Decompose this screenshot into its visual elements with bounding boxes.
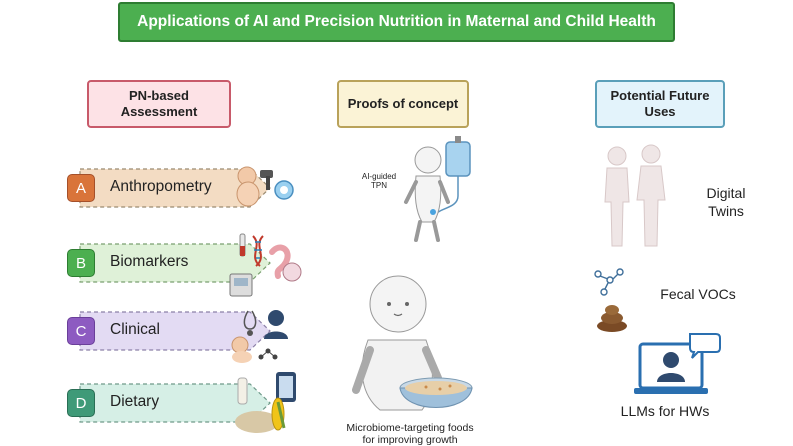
fecal-vocs-illustration bbox=[594, 268, 627, 332]
assessment-row-anthropometry: A Anthropometry bbox=[67, 165, 275, 211]
future-label-llms: LLMs for HWs bbox=[620, 403, 710, 419]
badge-d: D bbox=[67, 389, 95, 417]
anthropometry-illustration bbox=[236, 166, 294, 207]
badge-b: B bbox=[67, 249, 95, 277]
foods-caption: Microbiome-targeting foods for improving… bbox=[346, 422, 474, 446]
assessment-row-clinical: C Clinical bbox=[67, 308, 275, 354]
assessment-row-dietary: D Dietary bbox=[67, 380, 275, 426]
row-label: Biomarkers bbox=[110, 253, 189, 270]
microbiome-foods-illustration bbox=[352, 275, 473, 411]
llm-laptop-illustration bbox=[634, 333, 721, 394]
column-heading-future: Potential Future Uses bbox=[595, 80, 725, 128]
badge-a: A bbox=[67, 174, 95, 202]
column-heading-assessment: PN-based Assessment bbox=[87, 80, 231, 128]
future-label-digital-twins: Digital Twins bbox=[706, 185, 746, 219]
row-label: Anthropometry bbox=[110, 178, 212, 195]
assessment-row-biomarkers: B Biomarkers bbox=[67, 240, 275, 286]
badge-c: C bbox=[67, 317, 95, 345]
tpn-label: AI-guided TPN bbox=[361, 172, 397, 190]
diagram-title: Applications of AI and Precision Nutriti… bbox=[118, 2, 675, 42]
row-label: Clinical bbox=[110, 321, 160, 338]
tpn-illustration bbox=[404, 136, 471, 242]
biomarkers-illustration bbox=[229, 233, 302, 297]
future-label-fecal-vocs: Fecal VOCs bbox=[660, 286, 736, 302]
row-label: Dietary bbox=[110, 393, 160, 410]
digital-twins-illustration bbox=[604, 144, 666, 247]
column-heading-proofs: Proofs of concept bbox=[337, 80, 469, 128]
clinical-illustration bbox=[231, 310, 288, 363]
dietary-illustration bbox=[235, 372, 296, 433]
